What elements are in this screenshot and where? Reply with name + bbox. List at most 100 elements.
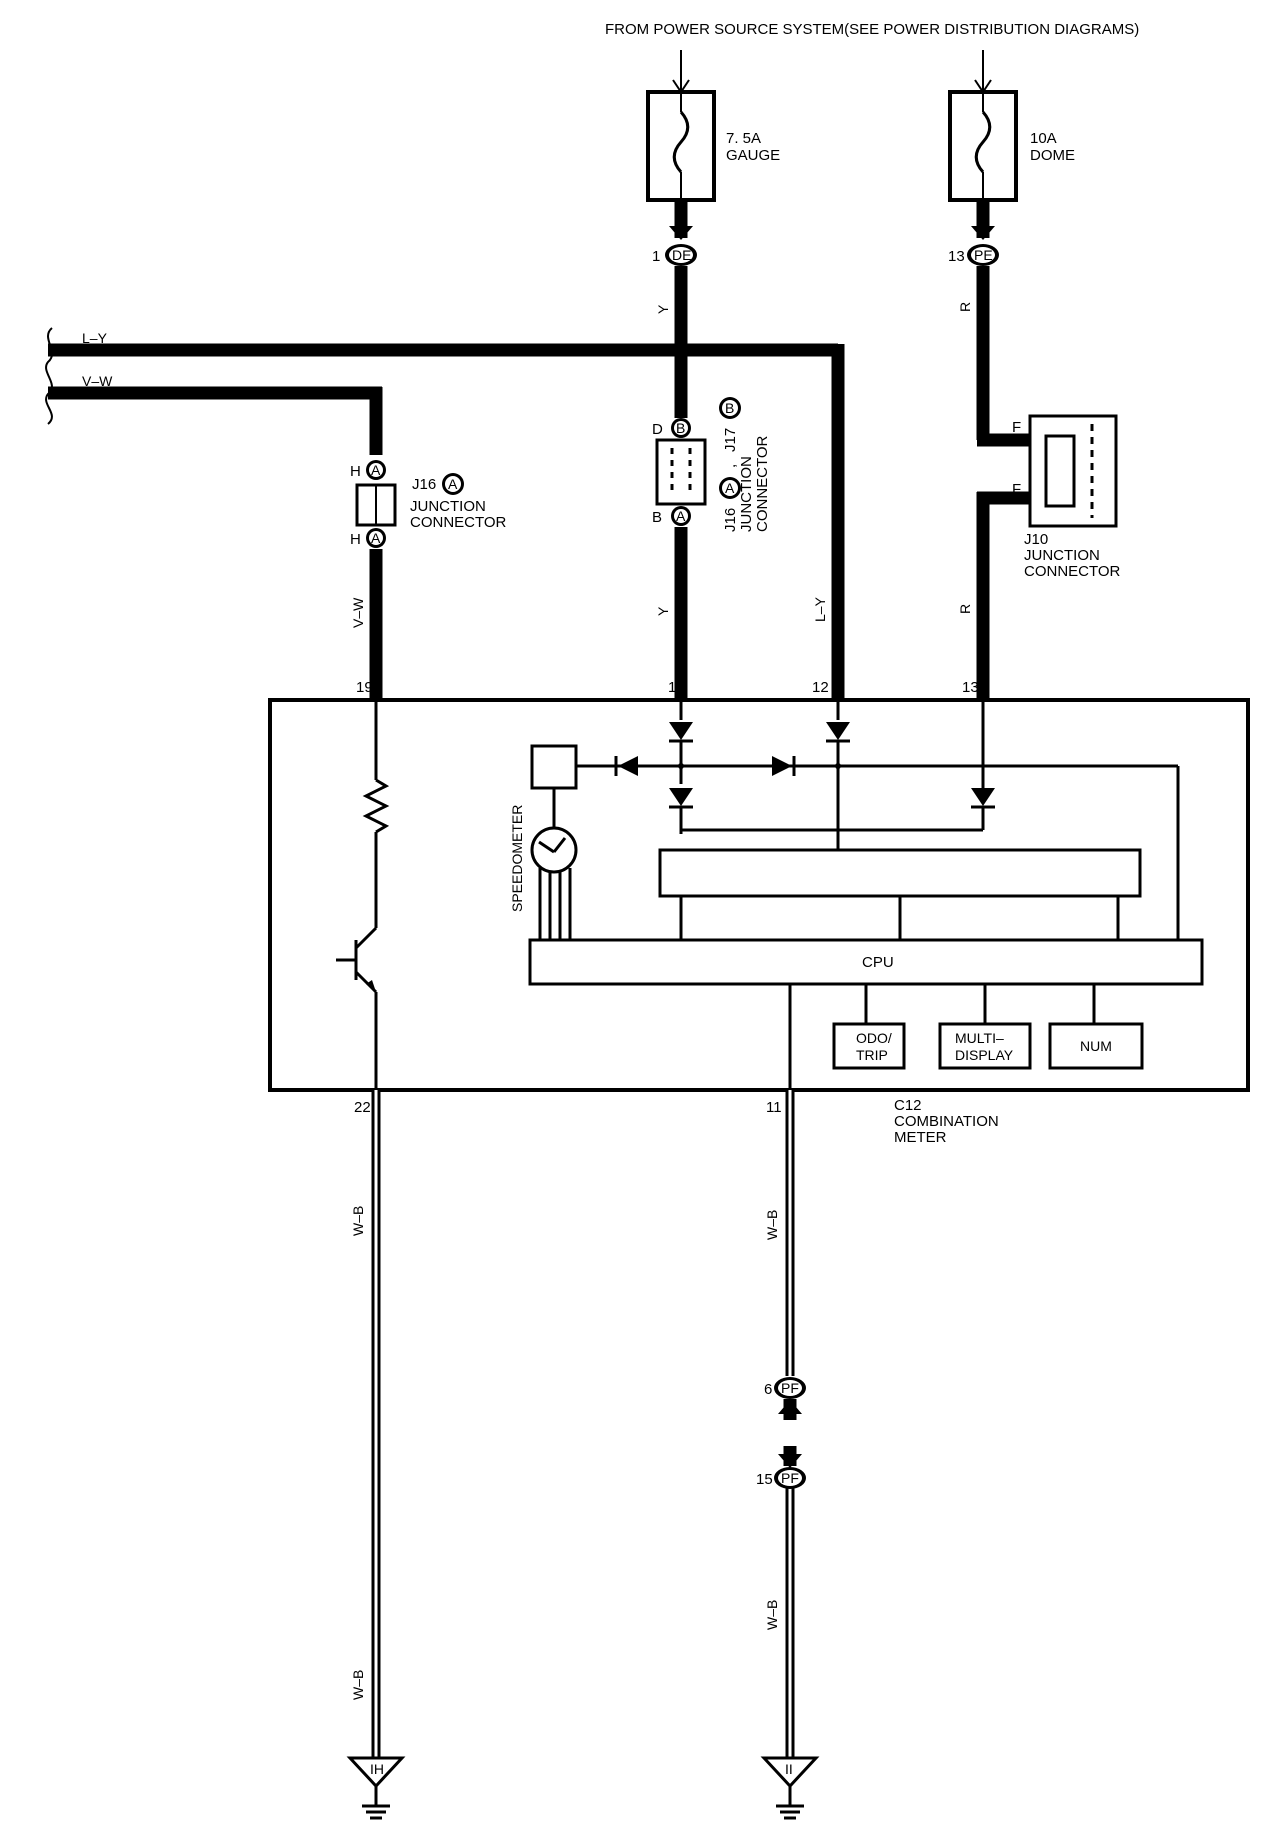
j16-j17-badge-b: B [725,400,734,416]
junction-j10 [1028,414,1118,528]
j16a-left-pin-top: H [350,463,361,480]
fuse-gauge [646,90,716,202]
meter-pin-13: 13 [962,679,979,696]
multi-display-line2: DISPLAY [955,1047,1014,1063]
odo-trip-line1: ODO/ [856,1030,892,1046]
num-button[interactable] [1048,1022,1144,1070]
speedometer-gauge-icon [530,788,578,940]
meter-pin-11: 11 [766,1099,782,1116]
j16-j17-line1: JUNCTION [738,456,755,532]
cpu-label: CPU [862,954,894,971]
meter-line1: COMBINATION [894,1113,999,1130]
resistor-icon [362,778,390,834]
power-arrow-gauge [672,50,690,94]
ground-left-code: IH [370,1761,384,1777]
connector-de [665,244,697,266]
diode-1-icon [669,722,693,740]
diode-h-right-icon [772,756,792,776]
junction-j16a-left [355,460,397,548]
wire-label-w-b-right-1: W–B [764,1210,780,1240]
j16-j17-badge-top: B [676,420,685,436]
ground-right-code: II [785,1761,793,1777]
connector-pf-top [774,1377,806,1420]
connector-pe [967,244,999,266]
connector-pf-bottom-code: PF [781,1470,799,1486]
wire-label-w-b-right-2: W–B [764,1600,780,1630]
connector-pf-top-pin: 6 [764,1381,772,1398]
ground-left-icon [346,1756,406,1820]
diode-13-icon [971,788,995,806]
arrow-dome-down-icon [971,226,995,240]
meter-pin-12: 12 [812,679,829,696]
wire-label-l-y-vertical: L–Y [812,596,828,622]
wire-label-r-lower: R [957,604,973,614]
j16-j17-label: J16 A , J17 B JUNCTION CONNECTOR [719,397,771,532]
j16a-left-line1: JUNCTION [410,498,486,515]
j16-j17-id-b: J17 [722,428,739,452]
wire-label-v-w-left: V–W [82,373,113,389]
j16-j17-id-a: J16 [722,508,739,532]
speedometer-label: SPEEDOMETER [509,805,525,912]
meter-pin-19: 19 [356,679,373,696]
j16a-left-badge-bottom: A [371,530,381,546]
diode-2-icon [669,788,693,806]
wire-label-y-top: Y [655,304,671,314]
j16a-left-badge-label: A [448,476,458,492]
transistor-icon [336,926,378,994]
power-source-label: FROM POWER SOURCE SYSTEM(SEE POWER DISTR… [605,21,1139,38]
j16a-left-badge-circle [442,473,464,495]
speedometer-sensor-box [530,744,578,790]
j16-j17-pin-bottom: B [652,509,662,526]
wire-label-l-y-left: L–Y [82,330,108,346]
j10-pin-bottom: F [1012,481,1021,498]
num-label: NUM [1080,1038,1112,1054]
odo-trip-button[interactable] [832,1022,906,1070]
fuse-gauge-rating: 7. 5A [726,130,761,147]
j16-j17-sep: , [722,464,739,468]
j16a-left-pin-bottom: H [350,531,361,548]
wire-label-w-b-left-2: W–B [350,1670,366,1700]
diode-h-left-icon [618,756,638,776]
j16-j17-pin-top: D [652,421,663,438]
fuse-gauge-name: GAUGE [726,147,780,164]
arrow-gauge-down-icon [669,226,693,240]
connector-pf-top-code: PF [781,1380,799,1396]
fuse-dome [948,90,1018,202]
j16-j17-badge-a: A [725,480,735,496]
meter-line2: METER [894,1129,947,1146]
fuse-dome-rating: 10A [1030,130,1057,147]
fuse-dome-name: DOME [1030,147,1075,164]
j16a-left-id: J16 [412,476,436,493]
odo-trip-line2: TRIP [856,1047,888,1063]
connector-pf-bottom-pin: 15 [756,1471,773,1488]
diode-12-icon [826,722,850,740]
connector-pe-code: PE [974,247,993,263]
power-arrow-dome [974,50,992,94]
cpu-box [528,938,1204,986]
wire-label-v-w-vertical: V–W [350,597,366,628]
ground-right-icon [760,1756,820,1820]
connector-pf-bottom [774,1446,806,1489]
j10-line1: JUNCTION [1024,547,1100,564]
meter-pin-22: 22 [354,1099,371,1116]
j16-j17-line2: CONNECTOR [754,435,771,532]
connector-de-code: DE [672,247,691,263]
j10-id: J10 [1024,531,1048,548]
connector-pe-pin: 13 [948,248,965,265]
wire-break-icon [45,327,53,425]
wire-label-r-top: R [957,302,973,312]
j10-line2: CONNECTOR [1024,563,1121,580]
junction-j16-j17 [655,418,707,526]
multi-display-line1: MULTI– [955,1030,1004,1046]
j10-pin-top: F [1012,419,1021,436]
multi-display-button[interactable] [938,1022,1032,1070]
meter-id: C12 [894,1097,922,1114]
j16a-left-badge-top: A [371,462,381,478]
j16-j17-badge-bottom: A [676,508,686,524]
connector-de-pin: 1 [652,248,660,265]
wire-label-y-lower: Y [655,606,671,616]
j16a-left-line2: CONNECTOR [410,514,507,531]
wire-label-w-b-left-1: W–B [350,1206,366,1236]
meter-pin-1: 1 [668,679,676,696]
